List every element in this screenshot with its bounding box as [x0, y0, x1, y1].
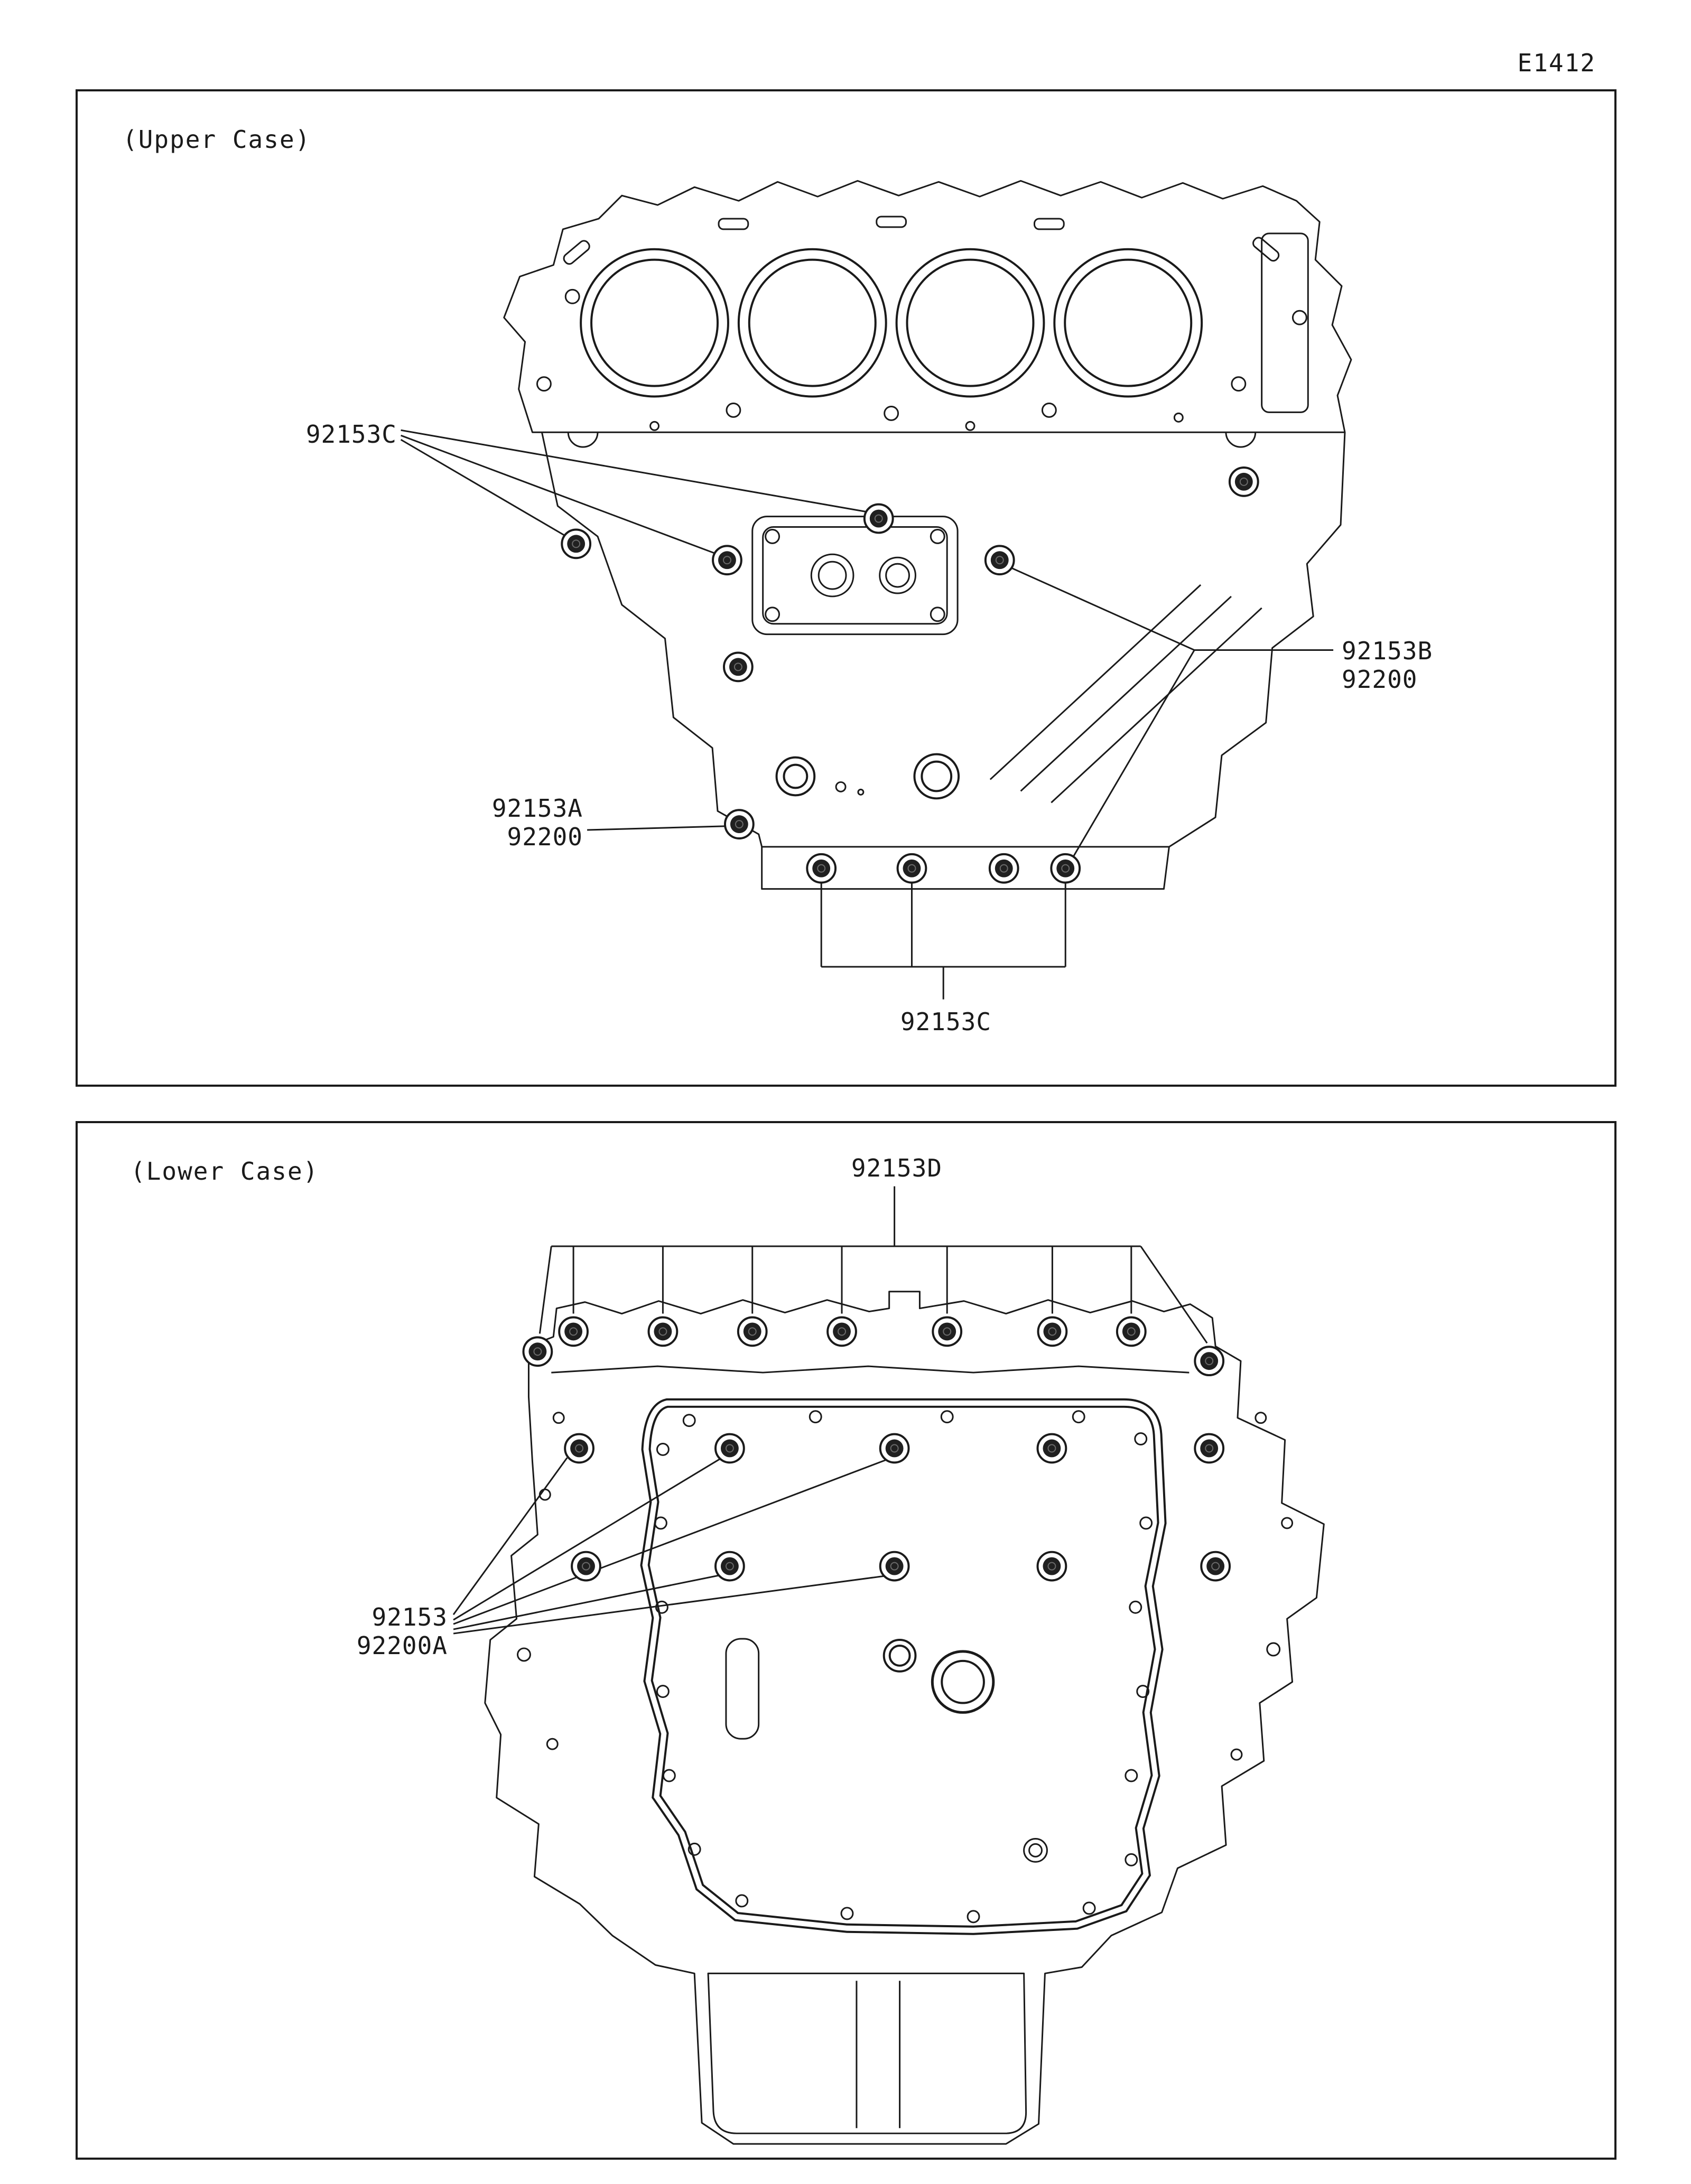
- gasket-holes: [536, 216, 1307, 431]
- lower-case-body: [484, 1291, 1325, 2145]
- upper-crankcase-drawing: [400, 180, 1352, 1000]
- gasket-perimeter-holes: [654, 1410, 1153, 1924]
- upper-case-bolts: [561, 466, 1259, 884]
- bolt-icon: [932, 1316, 963, 1347]
- part-label-92153a: 92153A: [491, 794, 583, 823]
- part-label-92200a: 92200A: [356, 1631, 448, 1660]
- bolt-icon: [1116, 1316, 1147, 1347]
- bolt-icon: [647, 1316, 679, 1347]
- bolt-icon: [879, 1551, 910, 1582]
- part-label-92200-right: 92200: [1342, 665, 1418, 694]
- part-label-92153b-group: 92153B 92200: [1342, 637, 1511, 694]
- bolt-icon: [712, 545, 742, 576]
- bolt-icon: [896, 853, 927, 884]
- bolt-icon: [879, 1433, 910, 1464]
- part-label-92153d: 92153D: [851, 1154, 943, 1182]
- bolt-icon: [1228, 466, 1259, 497]
- bolt-icon: [1037, 1316, 1068, 1347]
- bolt-icon: [806, 853, 837, 884]
- breather-cover: [751, 516, 959, 636]
- oil-pan-gasket: [640, 1398, 1167, 1935]
- case-openings: [775, 753, 960, 800]
- lower-crankcase-drawing: [452, 1186, 1325, 2145]
- part-label-92200-mid: 92200: [507, 823, 583, 851]
- bolt-icon: [988, 853, 1019, 884]
- bolt-icon: [723, 809, 755, 839]
- cylinder-bores: [580, 248, 1203, 398]
- bolt-icon: [1036, 1433, 1067, 1464]
- oil-sump: [707, 1972, 1027, 2134]
- part-label-92153: 92153: [371, 1603, 448, 1631]
- upper-case-title: (Upper Case): [123, 125, 311, 154]
- upper-case-panel: (Upper Case) 92153C 92153B 92200 92153A …: [76, 89, 1616, 1087]
- bolt-icon: [722, 651, 754, 683]
- bolt-icon: [522, 1336, 553, 1367]
- bolt-icon: [1200, 1551, 1231, 1582]
- bolt-icon: [714, 1551, 745, 1582]
- bolt-icon: [984, 545, 1015, 576]
- part-label-92153a-group: 92153A 92200: [433, 794, 583, 851]
- lower-case-panel: (Lower Case) 92153D 92153 92200A: [76, 1121, 1616, 2160]
- bolt-icon: [826, 1316, 857, 1347]
- leader-lines-lower: [452, 1186, 1208, 1635]
- doc-code: E1412: [1517, 49, 1596, 77]
- bolt-icon: [1050, 853, 1081, 884]
- upper-gasket-plate: [503, 180, 1352, 433]
- part-label-92153-group: 92153 92200A: [300, 1603, 448, 1660]
- lower-case-bolts: [522, 1316, 1231, 1582]
- bolt-icon: [1194, 1433, 1225, 1464]
- bolt-icon: [1194, 1346, 1225, 1377]
- bolt-icon: [737, 1316, 768, 1347]
- lower-case-openings: [725, 1638, 1048, 1863]
- bolt-icon: [863, 503, 894, 534]
- bolt-icon: [1036, 1551, 1067, 1582]
- side-details: [517, 1412, 1294, 1761]
- bolt-icon: [558, 1316, 589, 1347]
- bolt-icon: [564, 1433, 594, 1464]
- part-label-92153c-bottom: 92153C: [900, 1007, 992, 1036]
- bolt-icon: [714, 1433, 745, 1464]
- bolt-icon: [571, 1551, 601, 1582]
- bolt-icon: [561, 528, 592, 559]
- part-label-92153c-left: 92153C: [305, 420, 397, 449]
- part-label-92153b: 92153B: [1342, 637, 1433, 665]
- upper-case-body: [541, 432, 1346, 890]
- lower-case-title: (Lower Case): [131, 1157, 319, 1186]
- leader-lines-upper: [400, 429, 1334, 1000]
